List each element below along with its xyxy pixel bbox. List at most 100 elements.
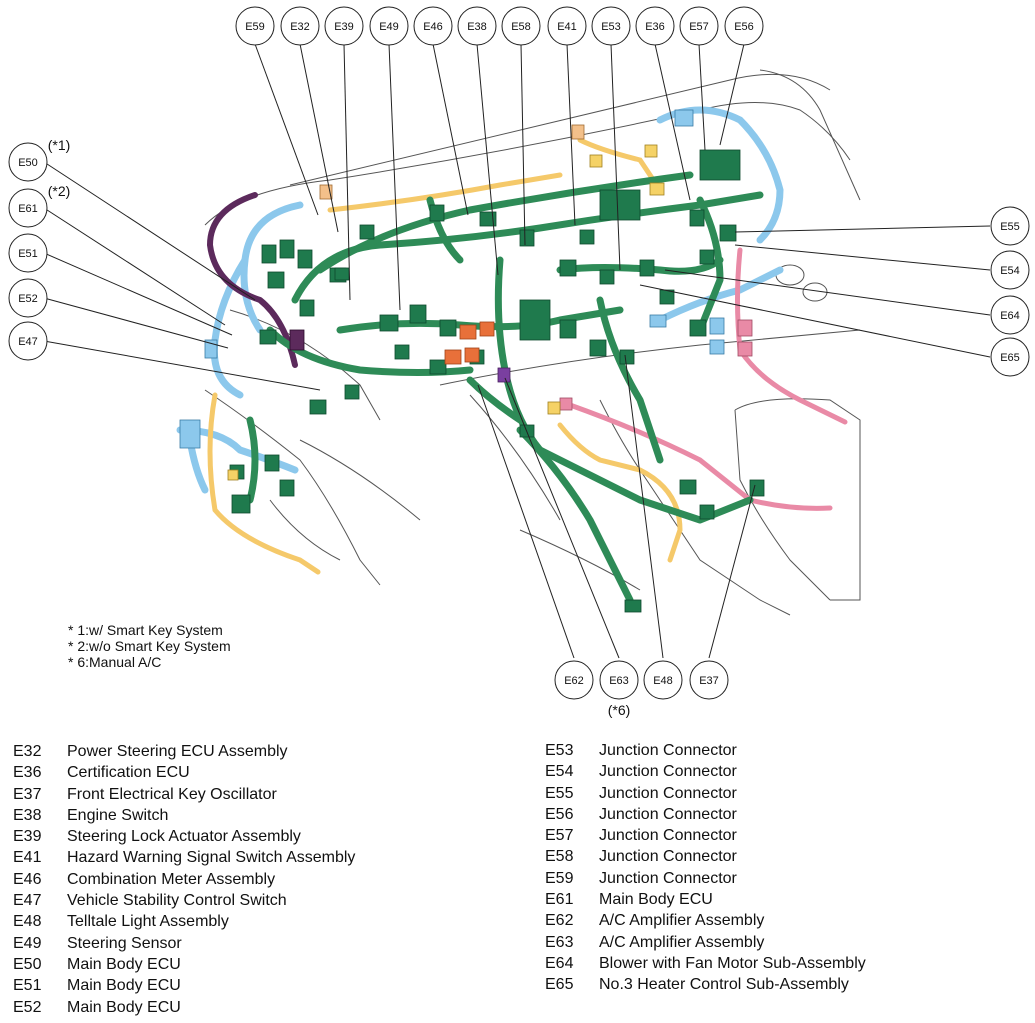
callout-circle: [501, 6, 541, 46]
legend-name: Blower with Fan Motor Sub-Assembly: [599, 954, 866, 972]
legend-code: E52: [13, 998, 42, 1016]
callout-e36: E36: [635, 6, 675, 46]
callout-e64: E64: [990, 295, 1030, 335]
callout-circle: [635, 6, 675, 46]
callout-label: E55: [1000, 221, 1020, 233]
callout-e37: E37: [689, 660, 729, 700]
legend-name: Junction Connector: [599, 742, 737, 759]
callout-e56: E56: [724, 6, 764, 46]
legend-code: E39: [13, 828, 42, 846]
callout-circle: [990, 206, 1030, 246]
legend-name: Front Electrical Key Oscillator: [67, 785, 277, 803]
callout-circle: [990, 337, 1030, 377]
legend-row: E38 Engine Switch: [13, 805, 355, 826]
callout-circle: [324, 6, 364, 46]
footnote: * 1:w/ Smart Key System: [68, 622, 223, 638]
callout-circle: [643, 660, 683, 700]
purple-connector: [497, 367, 511, 383]
callouts-bottom: E62 E63(*6)E48 E37: [554, 660, 729, 718]
blue-harness: [176, 106, 784, 494]
legend-name: Junction Connector: [599, 805, 737, 823]
harness-connectors: [229, 149, 765, 613]
callout-circle: [8, 188, 48, 228]
callout-circle: [280, 6, 320, 46]
legend-code: E57: [545, 827, 574, 845]
legend-row: E41 Hazard Warning Signal Switch Assembly: [13, 847, 355, 868]
callout-circle: [457, 6, 497, 46]
legend-name: A/C Amplifier Assembly: [599, 912, 765, 930]
legend-name: Junction Connector: [599, 784, 737, 802]
callout-circle: [990, 295, 1030, 335]
callout-label: E41: [557, 21, 577, 33]
legend-name: Main Body ECU: [67, 977, 181, 995]
legend-code: E36: [13, 764, 42, 782]
legend-code: E61: [545, 891, 574, 909]
callout-circle: [369, 6, 409, 46]
callout-label: E37: [699, 675, 719, 687]
callout-label: E53: [601, 21, 621, 33]
legend-code: E41: [13, 849, 42, 867]
yellow-connectors: [227, 144, 665, 481]
callout-label: E47: [18, 336, 38, 348]
callout-circle: [591, 6, 631, 46]
callout-label: E32: [290, 21, 310, 33]
callout-e41: E41: [547, 6, 587, 46]
footnote: * 2:w/o Smart Key System: [68, 638, 231, 654]
legend-code: E32: [13, 743, 42, 760]
legend-name: Hazard Warning Signal Switch Assembly: [67, 849, 356, 867]
purple-ecu-connector: [289, 329, 305, 351]
legend-code: E46: [13, 870, 42, 888]
callout-note: (*6): [608, 702, 631, 718]
legend-name: Junction Connector: [599, 848, 737, 866]
callout-circle: [554, 660, 594, 700]
legend-code: E38: [13, 806, 42, 824]
callout-circle: [8, 142, 48, 182]
callout-e52: E52: [8, 278, 48, 318]
dashboard-outline: [204, 69, 861, 616]
callout-circle: [547, 6, 587, 46]
legend-row: E37 Front Electrical Key Oscillator: [13, 784, 355, 805]
callout-e48: E48: [643, 660, 683, 700]
legend-name: Engine Switch: [67, 806, 169, 824]
callout-e65: E65: [990, 337, 1030, 377]
callout-circle: [8, 321, 48, 361]
callout-e59: E59: [235, 6, 275, 46]
legend-name: Main Body ECU: [67, 955, 181, 973]
callout-label: E62: [564, 675, 584, 687]
legend-name: Junction Connector: [599, 763, 737, 781]
callout-e63: E63(*6): [599, 660, 639, 718]
callout-e51: E51: [8, 233, 48, 273]
legend-code: E54: [545, 763, 574, 781]
legend-name: Junction Connector: [599, 827, 737, 845]
callout-label: E61: [18, 203, 38, 215]
callout-e62: E62: [554, 660, 594, 700]
legend-name: Junction Connector: [599, 869, 737, 887]
callout-label: E36: [645, 21, 665, 33]
legend-code: E37: [13, 785, 42, 803]
callout-e54: E54: [990, 250, 1030, 290]
light-blue-connectors: [179, 109, 725, 449]
leader-lines: [43, 43, 991, 659]
callout-circle: [679, 6, 719, 46]
legend-row: E54 Junction Connector: [545, 761, 866, 782]
